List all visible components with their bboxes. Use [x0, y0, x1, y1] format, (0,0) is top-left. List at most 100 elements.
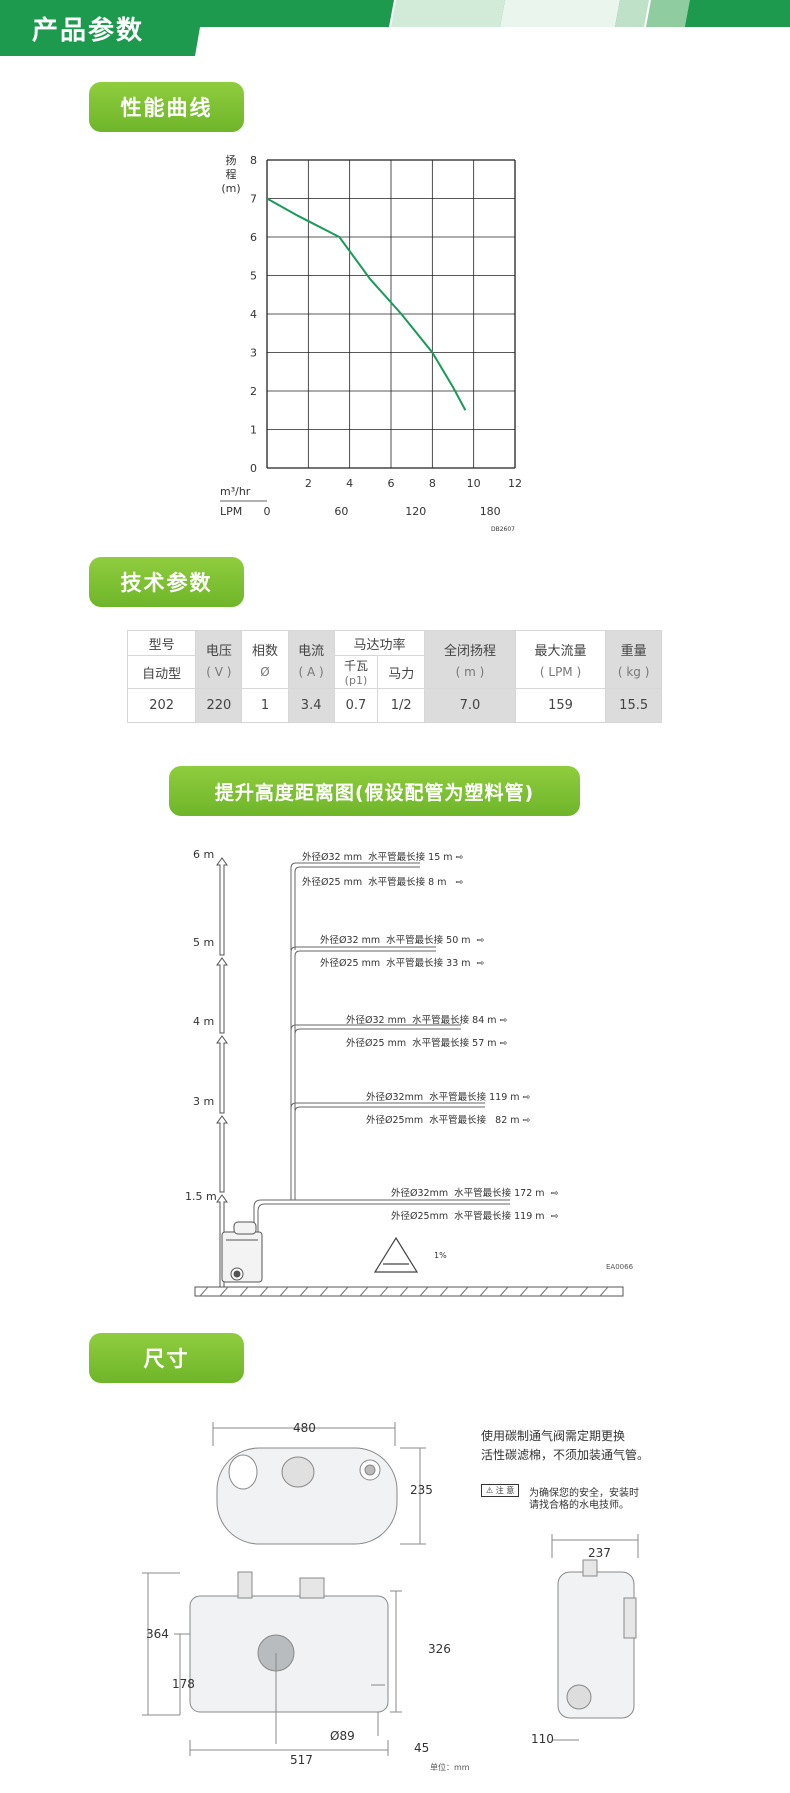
lift-5-line1: 外径Ø32 mm 水平管最长接 50 m ⇨: [320, 935, 485, 946]
cell-voltage: 220: [195, 688, 243, 723]
th-voltage: 电压: [205, 644, 232, 659]
y-tick-label: 6: [250, 231, 257, 244]
lift-height-6: 6 m: [193, 848, 215, 861]
lift-diagram-svg: [194, 857, 624, 1297]
y-tick-label: 3: [250, 347, 257, 360]
pump-icon: [221, 1221, 263, 1283]
x-tick-label: 10: [467, 477, 481, 490]
x-axis-unit-top: m³/hr: [220, 485, 251, 498]
lift-height-1-5: 1.5 m: [185, 1190, 217, 1203]
th-flow: 最大流量: [534, 644, 587, 659]
y-tick-label: 0: [250, 462, 257, 475]
cell-phase: 1: [241, 688, 289, 723]
section-title-dims: 尺寸: [89, 1333, 244, 1383]
y-tick-label: 4: [250, 308, 257, 321]
x-tick-label: 2: [305, 477, 312, 490]
unit-flow: ( LPM ): [539, 665, 582, 679]
lift-code: EA0066: [606, 1263, 634, 1271]
warning-badge: ⚠ 注 意: [481, 1484, 520, 1497]
header-banner: 产品参数: [0, 0, 790, 58]
unit-current: ( A ): [298, 665, 324, 679]
chart-code: DB2607: [491, 526, 515, 533]
unit-voltage: ( V ): [206, 665, 232, 679]
y-tick-label: 2: [250, 385, 257, 398]
x-tick-label: 8: [429, 477, 436, 490]
lift-3-line1: 外径Ø32mm 水平管最长接 119 m ⇨: [366, 1092, 531, 1103]
y-tick-label: 7: [250, 193, 257, 206]
front-view: [142, 1571, 402, 1756]
th-auto: 自动型: [126, 655, 197, 689]
unit-weight: ( kg ): [617, 665, 650, 679]
y-tick-label: 8: [250, 154, 257, 167]
dim-top-depth: 235: [410, 1483, 433, 1497]
dim-front-width: 517: [290, 1753, 313, 1767]
th-kw: 千瓦: [343, 659, 368, 673]
dim-side-bottom: 110: [531, 1732, 554, 1746]
th-current: 电流: [298, 644, 325, 659]
th-weight: 重量: [620, 644, 647, 659]
dim-front-body: 326: [428, 1642, 451, 1656]
th-head: 全闭扬程: [443, 644, 496, 659]
dim-unit: 单位：mm: [430, 1763, 470, 1772]
dimension-drawings: [140, 1410, 680, 1793]
section-title-curve: 性能曲线: [89, 82, 244, 132]
dim-note1: 使用碳制通气阀需定期更换: [481, 1429, 626, 1443]
cell-model: 202: [126, 688, 197, 723]
x-tick-label: 12: [508, 477, 522, 490]
cell-hp: 1/2: [377, 688, 426, 723]
th-phase: 相数: [252, 644, 279, 659]
x-tick-label-lpm: 180: [480, 505, 501, 518]
th-hp: 马力: [377, 655, 426, 689]
cell-head: 7.0: [424, 688, 516, 723]
table-row: 202 220 1 3.4 0.7 1/2 7.0 159 15.5: [126, 688, 662, 723]
header-banner-shape: [0, 0, 790, 56]
slope-icon: [373, 1236, 419, 1273]
th-p1: (p1): [344, 674, 368, 687]
y-axis-label: (m): [221, 182, 240, 195]
slope-label: 1%: [434, 1251, 447, 1260]
unit-head: ( m ): [455, 665, 485, 679]
dim-top-width: 480: [293, 1421, 316, 1435]
warning-text-2: 请找合格的水电技师。: [529, 1500, 629, 1511]
x-tick-label-lpm: 120: [405, 505, 426, 518]
top-view: [212, 1422, 426, 1545]
y-tick-label: 1: [250, 424, 257, 437]
cell-flow: 159: [514, 688, 607, 723]
y-axis-label: 扬: [226, 153, 237, 167]
section-title-lift: 提升高度距离图(假设配管为塑料管): [169, 766, 580, 816]
x-axis-unit-bottom: LPM: [220, 505, 242, 518]
lift-height-5: 5 m: [193, 936, 215, 949]
section-title-specs: 技术参数: [89, 557, 244, 607]
dim-front-foot: 45: [414, 1741, 430, 1755]
lift-6-line1: 外径Ø32 mm 水平管最长接 15 m ⇨: [302, 852, 464, 863]
dim-front-inlet: 178: [172, 1677, 195, 1691]
warning-text-1: 为确保您的安全，安装时: [529, 1488, 639, 1499]
y-tick-label: 5: [250, 270, 257, 283]
y-axis-label: 程: [226, 168, 237, 181]
lift-1-5-line1: 外径Ø32mm 水平管最长接 172 m ⇨: [391, 1188, 559, 1199]
lift-3-line2: 外径Ø25mm 水平管最长接 82 m ⇨: [366, 1115, 531, 1126]
dim-note2: 活性碳滤棉，不须加装通气管。: [481, 1448, 650, 1462]
cell-weight: 15.5: [605, 688, 662, 723]
lift-height-4: 4 m: [193, 1015, 215, 1028]
cell-current: 3.4: [287, 688, 335, 723]
x-tick-label-lpm: 0: [264, 505, 271, 518]
page-title: 产品参数: [32, 16, 145, 46]
lift-4-line2: 外径Ø25 mm 水平管最长接 57 m ⇨: [346, 1038, 508, 1049]
x-tick-label: 4: [346, 477, 353, 490]
cell-kw: 0.7: [333, 688, 379, 723]
x-tick-label: 6: [388, 477, 395, 490]
dim-side-width: 237: [588, 1546, 611, 1560]
lift-diagram: [180, 840, 650, 1300]
dim-front-dia: Ø89: [330, 1729, 355, 1743]
lift-1-5-line2: 外径Ø25mm 水平管最长接 119 m ⇨: [391, 1211, 559, 1222]
x-tick-label-lpm: 60: [334, 505, 348, 518]
unit-phase: Ø: [260, 665, 270, 679]
series-line: [266, 197, 467, 411]
side-view: [551, 1534, 639, 1741]
dimension-drawings-svg: [142, 1422, 639, 1756]
dim-front-height: 364: [146, 1627, 169, 1641]
